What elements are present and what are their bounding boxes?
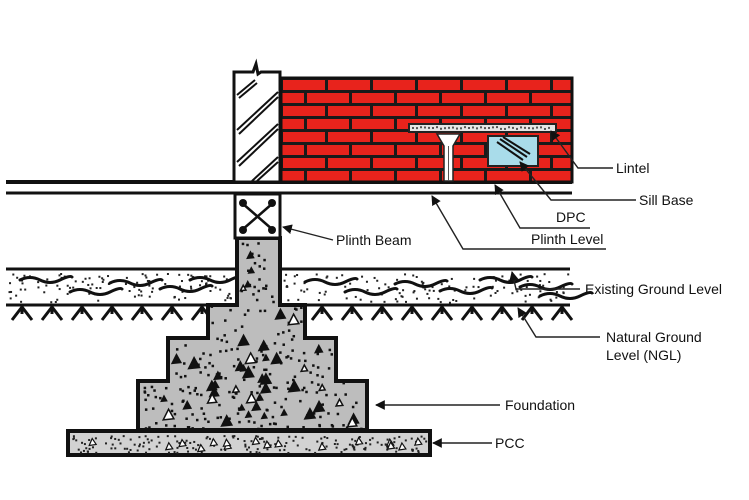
leader-ngl [517, 307, 600, 338]
leader-dpc [494, 184, 590, 229]
plinth-level-lines [6, 180, 572, 195]
label-ngl-line1: Natural Ground [606, 329, 702, 345]
existing-ground-layer [6, 267, 594, 307]
label-plinth-level: Plinth Level [531, 231, 603, 247]
label-plinth-beam: Plinth Beam [336, 232, 411, 248]
label-foundation: Foundation [505, 397, 575, 413]
sill-support-post [435, 133, 462, 182]
foundation-aggregate [143, 242, 363, 431]
leader-plinth-beam [282, 224, 334, 241]
brick-wall [279, 76, 574, 184]
leader-lines [282, 130, 636, 448]
lintel [408, 123, 557, 133]
window [487, 135, 539, 167]
leader-lintel [550, 130, 613, 169]
label-pcc: PCC [495, 435, 525, 451]
label-ngl-line2: Level (NGL) [606, 347, 681, 363]
label-existing-ground-level: Existing Ground Level [585, 281, 722, 297]
leader-existing-ground [509, 271, 580, 290]
label-dpc: DPC [556, 209, 586, 225]
labels: Lintel Sill Base DPC Plinth Level Plinth… [336, 160, 722, 451]
label-sill-base: Sill Base [639, 192, 694, 208]
pcc-layer [66, 429, 432, 457]
pcc-aggregate [72, 435, 428, 454]
foundation [136, 236, 369, 432]
leader-plinth-level [431, 195, 606, 250]
column [232, 58, 282, 184]
natural-ground-hatch [10, 304, 574, 321]
plinth-beam [233, 192, 282, 240]
leader-sill-base [519, 161, 636, 201]
label-lintel: Lintel [616, 160, 649, 176]
